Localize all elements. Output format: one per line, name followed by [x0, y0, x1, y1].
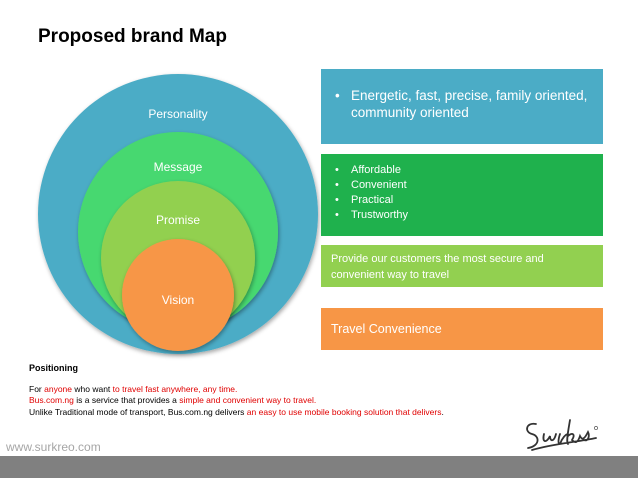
- positioning-highlight: simple and convenient way to travel.: [179, 395, 317, 405]
- message-item: Convenient: [333, 178, 593, 193]
- positioning-text: is a service that provides a: [73, 395, 180, 405]
- vision-text: Travel Convenience: [331, 322, 442, 336]
- personality-item: Energetic, fast, precise, family oriente…: [333, 87, 593, 121]
- message-item: Trustworthy: [333, 208, 593, 223]
- message-list: Affordable Convenient Practical Trustwor…: [333, 163, 593, 223]
- ring-vision: [122, 239, 234, 351]
- positioning-highlight: to travel fast anywhere, any time.: [112, 383, 238, 394]
- personality-list: Energetic, fast, precise, family oriente…: [333, 87, 593, 121]
- positioning-section: Positioning For anyone who want to trave…: [29, 363, 509, 418]
- message-box: Affordable Convenient Practical Trustwor…: [321, 154, 603, 236]
- positioning-line-3: Unlike Traditional mode of transport, Bu…: [29, 407, 509, 419]
- positioning-text: who want: [72, 383, 113, 394]
- personality-box: Energetic, fast, precise, family oriente…: [321, 69, 603, 144]
- promise-box: Provide our customers the most secure an…: [321, 245, 603, 287]
- positioning-line-2: Bus.com.ng is a service that provides a …: [29, 395, 509, 407]
- vision-box: Travel Convenience: [321, 308, 603, 350]
- ring-label-promise: Promise: [156, 213, 200, 227]
- message-item: Affordable: [333, 163, 593, 178]
- page-title: Proposed brand Map: [38, 26, 227, 47]
- signature-logo: [526, 419, 598, 451]
- positioning-text: For: [29, 383, 45, 394]
- footer-url: www.surkreo.com: [6, 440, 101, 454]
- positioning-highlight: an easy to use mobile booking solution t…: [246, 406, 442, 417]
- promise-text: Provide our customers the most secure an…: [331, 253, 544, 281]
- positioning-text: Unlike Traditional mode of transport, Bu…: [29, 406, 247, 417]
- positioning-heading: Positioning: [29, 363, 78, 373]
- positioning-highlight: Bus.com.ng: [29, 395, 74, 405]
- ring-label-personality: Personality: [148, 107, 207, 121]
- ring-label-message: Message: [154, 160, 203, 174]
- positioning-line-1: For anyone who want to travel fast anywh…: [29, 384, 509, 396]
- ring-label-vision: Vision: [162, 293, 194, 307]
- positioning-text: .: [441, 406, 444, 417]
- positioning-highlight: anyone: [44, 383, 73, 394]
- message-item: Practical: [333, 193, 593, 208]
- footer-bar: [0, 456, 638, 478]
